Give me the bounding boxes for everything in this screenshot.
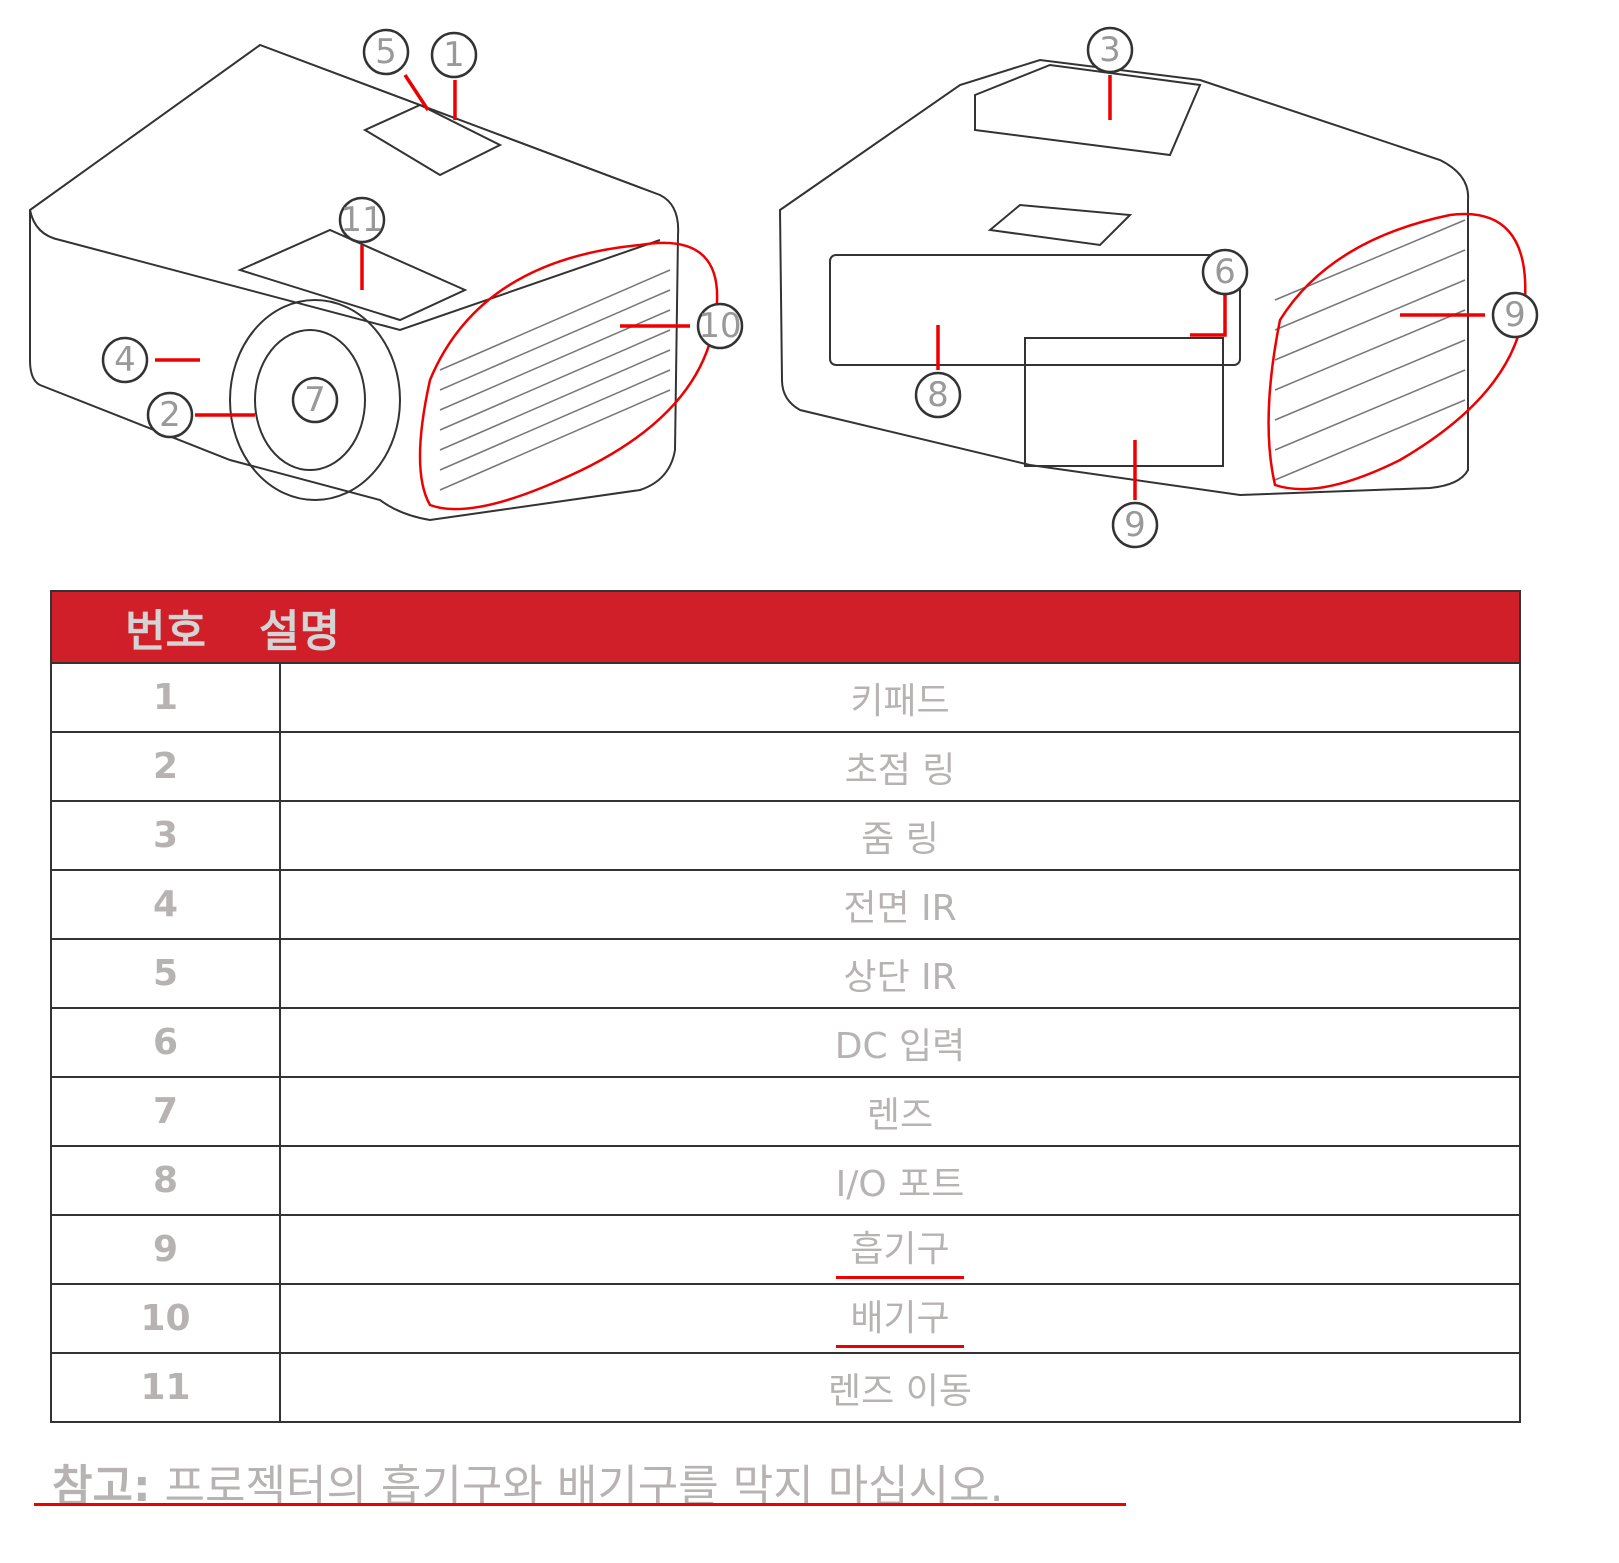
row-number: 2 [50, 731, 281, 802]
row-number: 10 [50, 1283, 281, 1354]
row-number: 7 [50, 1076, 281, 1147]
table-header: 번호 설명 [50, 590, 1521, 664]
callout-label: 11 [340, 200, 383, 240]
description-text: I/O 포트 [835, 1163, 965, 1205]
table-row: 9 흡기구 [50, 1214, 1521, 1285]
row-number: 11 [50, 1352, 281, 1423]
callout-label: 1 [443, 35, 465, 75]
row-description: 배기구 [279, 1283, 1521, 1354]
callout-label: 8 [927, 375, 949, 415]
description-text: 배기구 [836, 1289, 964, 1348]
table-row: 1 키패드 [50, 662, 1521, 733]
header-description: 설명 [259, 606, 340, 657]
intake-highlight [1267, 212, 1527, 491]
callout-label: 3 [1099, 30, 1121, 70]
row-number: 5 [50, 938, 281, 1009]
row-description: 키패드 [279, 662, 1521, 733]
table-row: 2 초점 링 [50, 731, 1521, 802]
callouts [101, 26, 1539, 549]
row-number: 9 [50, 1214, 281, 1285]
row-description: 렌즈 [279, 1076, 1521, 1147]
callout-label: 7 [304, 380, 326, 420]
projector-diagram: 5 1 11 4 2 7 10 3 6 8 9 9 [29, 26, 1539, 549]
description-text: 상단 IR [843, 956, 957, 998]
callout-label: 9 [1504, 295, 1526, 335]
right-projector-body [778, 58, 1470, 497]
row-description: DC 입력 [279, 1007, 1521, 1078]
description-text: 초점 링 [844, 749, 956, 791]
callout-label: 6 [1214, 252, 1236, 292]
description-text: DC 입력 [834, 1025, 966, 1067]
row-number: 3 [50, 800, 281, 871]
table-row: 4 전면 IR [50, 869, 1521, 940]
table-row: 6 DC 입력 [50, 1007, 1521, 1078]
callout-label: 4 [114, 340, 136, 380]
table-row: 10 배기구 [50, 1283, 1521, 1354]
row-description: 줌 링 [279, 800, 1521, 871]
row-description: I/O 포트 [279, 1145, 1521, 1216]
row-description: 렌즈 이동 [279, 1352, 1521, 1423]
description-text: 렌즈 [866, 1094, 934, 1136]
callout-label: 10 [698, 306, 741, 346]
table-row: 5 상단 IR [50, 938, 1521, 1009]
row-number: 6 [50, 1007, 281, 1078]
row-description: 초점 링 [279, 731, 1521, 802]
parts-table: 번호 설명 1 키패드 2 초점 링 3 줌 링 4 전면 IR 5 상단 IR 6 DC 입력 7 렌즈 8… [50, 590, 1521, 1423]
row-number: 8 [50, 1145, 281, 1216]
callout-label: 9 [1124, 505, 1146, 545]
table-row: 3 줌 링 [50, 800, 1521, 871]
note-underline-annotation [34, 1503, 1126, 1506]
description-text: 흡기구 [836, 1220, 964, 1279]
description-text: 줌 링 [861, 818, 939, 860]
callout-label: 5 [375, 32, 397, 72]
row-description: 전면 IR [279, 869, 1521, 940]
header-number: 번호 [125, 606, 206, 657]
table-row: 11 렌즈 이동 [50, 1352, 1521, 1423]
description-text: 렌즈 이동 [828, 1370, 972, 1412]
callout-label: 2 [159, 395, 181, 435]
row-description: 상단 IR [279, 938, 1521, 1009]
row-description: 흡기구 [279, 1214, 1521, 1285]
row-number: 4 [50, 869, 281, 940]
table-row: 7 렌즈 [50, 1076, 1521, 1147]
left-projector-body [29, 43, 680, 522]
description-text: 전면 IR [843, 887, 957, 929]
table-row: 8 I/O 포트 [50, 1145, 1521, 1216]
exhaust-highlight [418, 241, 719, 511]
description-text: 키패드 [850, 680, 950, 722]
row-number: 1 [50, 662, 281, 733]
